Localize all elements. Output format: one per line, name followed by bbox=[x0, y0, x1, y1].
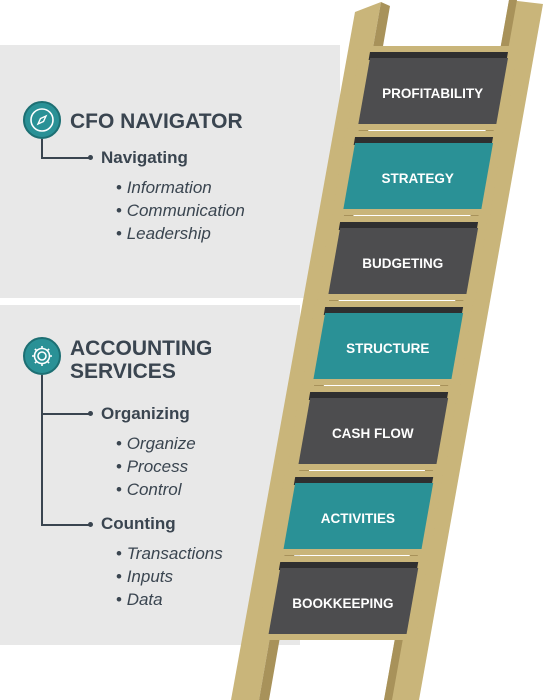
accounting-services-title-line1: ACCOUNTING bbox=[70, 337, 213, 360]
counting-list: Transactions Inputs Data bbox=[116, 542, 223, 611]
ladder-rung: CASH FLOW bbox=[287, 386, 459, 470]
connector-line bbox=[41, 524, 89, 526]
rung-panel bbox=[313, 313, 464, 379]
rung-label: BOOKKEEPING bbox=[292, 596, 393, 611]
list-item: Transactions bbox=[116, 542, 223, 565]
counting-heading: Counting bbox=[101, 514, 176, 533]
rung-panel bbox=[343, 143, 494, 209]
list-item: Leadership bbox=[116, 222, 245, 245]
rung-panel bbox=[283, 483, 434, 549]
organizing-list: Organize Process Control bbox=[116, 432, 196, 501]
accounting-services-title-line2: SERVICES bbox=[70, 360, 176, 383]
rung-panel bbox=[328, 228, 479, 294]
connector-line bbox=[41, 157, 89, 159]
rung-label: CASH FLOW bbox=[332, 426, 414, 441]
ladder-rung: BOOKKEEPING bbox=[257, 556, 429, 640]
gear-icon bbox=[23, 337, 61, 375]
ladder-rung: STRATEGY bbox=[332, 131, 504, 215]
rung-label: PROFITABILITY bbox=[382, 86, 483, 101]
list-item: Information bbox=[116, 176, 245, 199]
rung-panel bbox=[358, 58, 508, 124]
list-item: Control bbox=[116, 478, 196, 501]
rung-label: ACTIVITIES bbox=[321, 511, 395, 526]
connector-dot bbox=[88, 522, 93, 527]
cfo-navigator-title: CFO NAVIGATOR bbox=[70, 110, 243, 133]
list-item: Communication bbox=[116, 199, 245, 222]
connector-dot bbox=[88, 411, 93, 416]
connector-line bbox=[41, 375, 43, 525]
rung-label: BUDGETING bbox=[362, 256, 443, 271]
rung-panel bbox=[298, 398, 449, 464]
list-item: Process bbox=[116, 455, 196, 478]
rung-label: STRATEGY bbox=[381, 171, 454, 186]
navigating-heading: Navigating bbox=[101, 148, 188, 167]
ladder-rung: PROFITABILITY bbox=[347, 46, 518, 130]
navigating-list: Information Communication Leadership bbox=[116, 176, 245, 245]
compass-icon bbox=[23, 101, 61, 139]
rung-label: STRUCTURE bbox=[346, 341, 429, 356]
list-item: Organize bbox=[116, 432, 196, 455]
connector-line bbox=[41, 139, 43, 159]
ladder-rung: STRUCTURE bbox=[302, 301, 474, 385]
list-item: Data bbox=[116, 588, 223, 611]
connector-dot bbox=[88, 155, 93, 160]
list-item: Inputs bbox=[116, 565, 223, 588]
rung-panel bbox=[268, 568, 419, 634]
cfo-navigator-panel bbox=[0, 45, 340, 298]
ladder-rung: BUDGETING bbox=[317, 216, 489, 300]
connector-line bbox=[41, 413, 89, 415]
ladder-rung: ACTIVITIES bbox=[272, 471, 444, 555]
organizing-heading: Organizing bbox=[101, 404, 190, 423]
